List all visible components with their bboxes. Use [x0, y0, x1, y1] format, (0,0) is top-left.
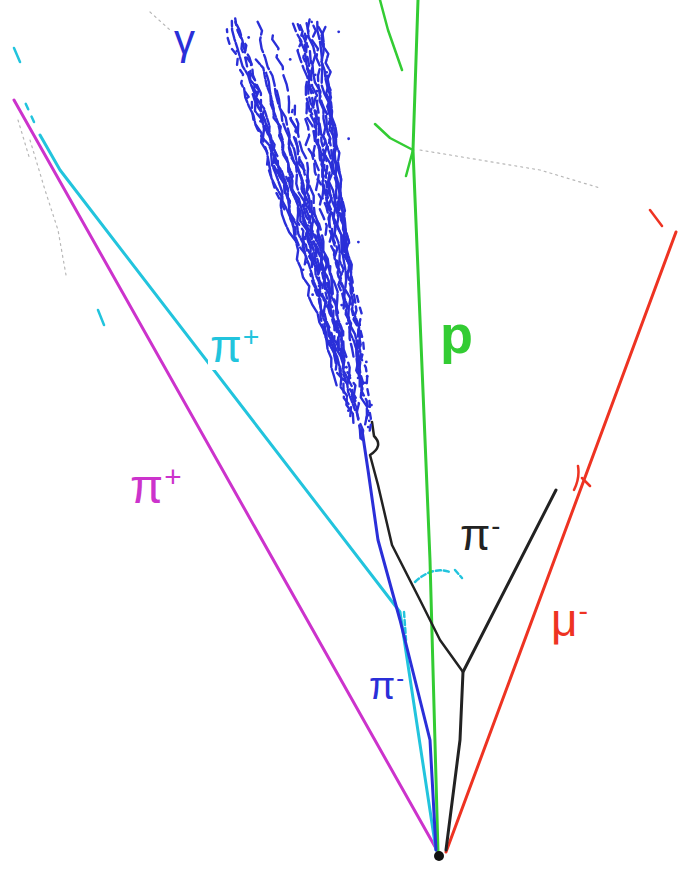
particle-label: π-: [458, 512, 502, 558]
shower-hit: [302, 268, 305, 271]
particle-label: p: [438, 306, 475, 362]
shower-hit: [360, 394, 363, 397]
shower-strand: [318, 25, 351, 268]
particle-label: μ-: [549, 596, 590, 644]
pion-track: [370, 422, 463, 672]
shower-hit: [327, 187, 330, 190]
shower-strand: [324, 324, 353, 423]
shower-hit: [236, 50, 239, 53]
shower-hit: [325, 71, 328, 74]
pion-track: [24, 100, 34, 122]
shower-hit: [321, 250, 324, 253]
shower-hit: [366, 375, 369, 378]
particle-label: π+: [208, 322, 261, 370]
shower-hit: [367, 414, 370, 417]
shower-hit: [357, 241, 360, 244]
shower-hit: [325, 305, 328, 308]
shower-hit: [365, 361, 368, 364]
shower-hit: [246, 96, 249, 99]
shower-hit: [347, 137, 350, 140]
noise-hit: [420, 150, 600, 188]
shower-hit: [368, 419, 371, 422]
muon-track: [446, 232, 676, 852]
pion-track: [40, 135, 436, 850]
shower-strand: [330, 265, 342, 337]
shower-hit: [364, 381, 367, 384]
shower-hit: [340, 304, 343, 307]
shower-hit: [367, 426, 370, 429]
shower-hit: [318, 285, 321, 288]
shower-strand: [293, 24, 354, 357]
shower-strand: [305, 23, 330, 194]
shower-strand: [266, 73, 319, 271]
shower-hit: [301, 179, 304, 182]
particle-label: π+: [128, 462, 184, 512]
shower-hit: [357, 377, 360, 380]
shower-hit: [242, 44, 245, 47]
shower-hit: [370, 404, 373, 407]
pion-hit: [14, 48, 104, 325]
shower-hit: [319, 133, 322, 136]
shower-strand: [286, 177, 312, 267]
noise-hits: [18, 12, 600, 275]
shower-hit: [290, 216, 293, 219]
shower-hit: [337, 30, 340, 33]
shower-hit: [270, 100, 273, 103]
shower-hit: [327, 284, 330, 287]
particle-label: π-: [367, 666, 406, 706]
noise-hit: [150, 12, 170, 30]
shower-strand: [232, 21, 295, 237]
muon-hit: [574, 210, 662, 490]
vertex-dot: [434, 851, 444, 861]
shower-hit: [347, 319, 350, 322]
proton-track: [375, 0, 413, 176]
shower-strand: [326, 76, 361, 364]
shower-hit: [311, 293, 314, 296]
shower-hit: [289, 58, 292, 61]
shower-hit: [306, 261, 309, 264]
shower-hit: [345, 322, 348, 325]
shower-strand: [312, 22, 342, 220]
shower-strand: [252, 93, 306, 264]
shower-hit: [247, 36, 250, 39]
pion-track: [362, 430, 436, 850]
shower-hit: [314, 73, 317, 76]
shower-hit: [345, 366, 348, 369]
shower-hit: [259, 120, 262, 123]
particle-label: γ: [172, 18, 197, 62]
shower-strand: [303, 205, 341, 358]
shower-strand: [319, 223, 363, 439]
shower-hit: [305, 202, 308, 205]
shower-hit: [352, 395, 355, 398]
shower-hit: [347, 409, 350, 412]
photon-shower: [227, 19, 373, 440]
shower-hit: [315, 90, 318, 93]
